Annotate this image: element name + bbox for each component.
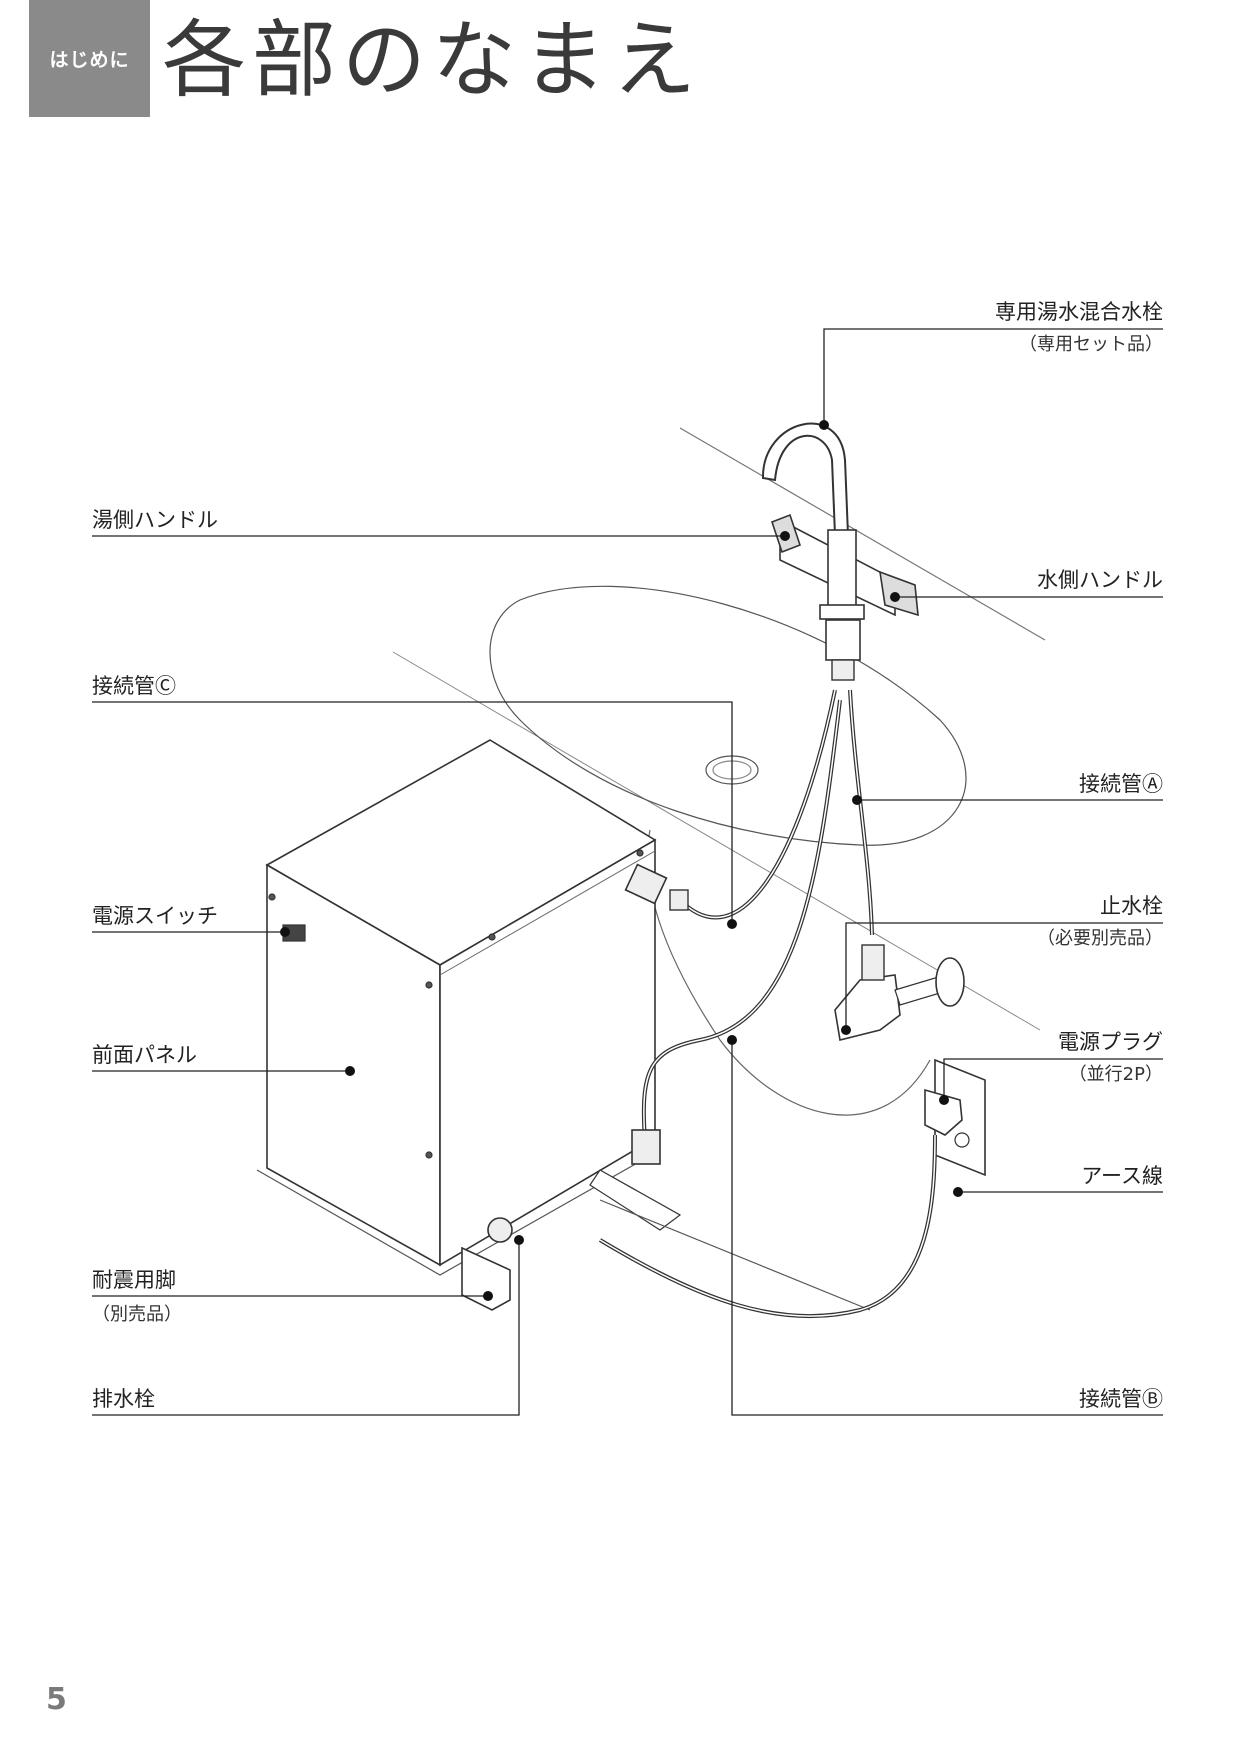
pipe-b-inner — [643, 699, 841, 1141]
heater-base — [256, 1149, 661, 1276]
pipe-a-inner — [849, 689, 873, 936]
label-seismic-leg-note: （別売品） — [92, 1304, 182, 1325]
leader-drain-plug — [92, 1240, 520, 1416]
leader-pipe-c — [92, 701, 733, 924]
label-stop-valve-note: （必要別売品） — [1037, 928, 1163, 949]
label-front-panel: 前面パネル — [92, 1043, 197, 1067]
faucet-spout — [761, 422, 850, 536]
label-power-plug-note: （並行2P） — [1068, 1064, 1163, 1085]
label-seismic-leg: 耐震用脚 — [92, 1268, 176, 1292]
label-hot-handle: 湯側ハンドル — [92, 508, 218, 532]
label-ground-wire: アース線 — [1081, 1164, 1163, 1188]
leader-power-plug — [943, 1058, 1163, 1100]
counter-edge-line — [392, 651, 1041, 1031]
section-tab-label: はじめに — [49, 49, 130, 71]
leader-stop-valve — [845, 922, 1163, 1030]
label-drain-plug: 排水栓 — [92, 1387, 155, 1411]
sink-basin-inner — [719, 1039, 931, 1116]
label-stop-valve: 止水栓 — [1100, 894, 1163, 918]
pipe-b-fitting — [631, 1129, 661, 1165]
faucet-column — [827, 529, 857, 611]
section-tab: はじめに — [29, 0, 150, 117]
seismic-plate — [589, 1169, 682, 1231]
label-power-plug: 電源プラグ — [1058, 1030, 1163, 1054]
sink-basin — [489, 585, 967, 846]
page-title: 各部のなまえ — [162, 11, 703, 109]
leader-faucet — [823, 328, 1163, 425]
label-pipe-a: 接続管Ⓐ — [1079, 772, 1163, 796]
label-pipe-b: 接続管Ⓑ — [1079, 1387, 1163, 1411]
stop-valve-body — [834, 974, 901, 1041]
leader-pipe-b — [731, 1040, 1163, 1416]
outlet-fitting — [624, 863, 668, 905]
label-power-switch: 電源スイッチ — [92, 904, 218, 928]
power-plug-body — [924, 1088, 963, 1136]
pipe-c-inner — [679, 689, 836, 919]
pipe-b — [641, 699, 842, 1141]
counter-edge-line — [679, 427, 1046, 641]
page-number: 5 — [46, 1682, 67, 1717]
label-faucet: 専用湯水混合水栓 — [995, 300, 1163, 324]
label-faucet-note: （専用セット品） — [1019, 334, 1163, 355]
seismic-leg — [461, 1246, 511, 1311]
label-cold-handle: 水側ハンドル — [1037, 568, 1163, 592]
label-pipe-c: 接続管Ⓒ — [92, 674, 176, 698]
wall-flange — [935, 957, 965, 1007]
drain-plug-body — [487, 1217, 513, 1243]
sink-basin-inner — [647, 829, 721, 1041]
faucet-base — [819, 604, 865, 620]
cold-handle-knob — [879, 570, 919, 617]
